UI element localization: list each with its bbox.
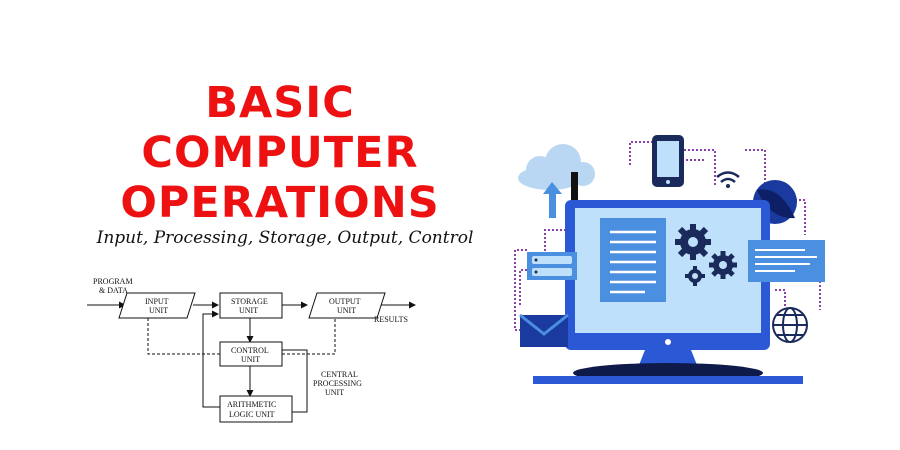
input-unit-label-1: INPUT [145, 297, 169, 306]
cpu-label-3: UNIT [325, 388, 344, 397]
storage-unit-box [219, 292, 283, 319]
control-unit-box [219, 341, 283, 367]
envelope-icon [519, 313, 569, 347]
program-data-label-2: & DATA [99, 286, 128, 295]
monitor [533, 200, 803, 384]
title-block: BASIC COMPUTER OPERATIONS [95, 78, 465, 228]
program-data-label-1: PROGRAM [93, 277, 133, 286]
code-panel-icon [748, 240, 825, 282]
cpu-label-1: CENTRAL [321, 370, 358, 379]
storage-unit-label-1: STORAGE [231, 297, 268, 306]
cpu-bracket [282, 349, 308, 413]
input-unit-box [118, 292, 196, 319]
control-unit-label-2: UNIT [241, 355, 260, 364]
output-unit-box [308, 292, 386, 319]
subtitle: Input, Processing, Storage, Output, Cont… [96, 228, 474, 248]
alu-label-1: ARITHMETIC [227, 400, 276, 409]
storage-unit-label-2: UNIT [239, 306, 258, 315]
computer-illustration [514, 135, 825, 384]
title-line-1: BASIC [205, 78, 355, 128]
alu-label-2: LOGIC UNIT [229, 410, 275, 419]
gear-icon [675, 224, 737, 286]
wifi-icon [716, 171, 740, 188]
alu-box [219, 395, 293, 423]
globe-icon [772, 307, 808, 343]
input-unit-label-2: UNIT [149, 306, 168, 315]
computer-block-diagram: PROGRAM & DATA INPUT UNIT STORAGE UNIT O… [87, 277, 416, 423]
keyboard-bar [533, 376, 803, 384]
control-input-dashed [147, 318, 220, 355]
control-unit-label-1: CONTROL [231, 346, 269, 355]
results-label: RESULTS [374, 315, 408, 324]
title-line-3: OPERATIONS [120, 178, 440, 228]
control-output-dashed [282, 318, 336, 355]
output-unit-label-2: UNIT [337, 306, 356, 315]
output-unit-label-1: OUTPUT [329, 297, 361, 306]
cloud-icon [518, 144, 595, 218]
smartphone-icon [652, 135, 684, 187]
document-icon [600, 218, 666, 302]
title-line-2: COMPUTER [141, 128, 419, 178]
cpu-label-2: PROCESSING [313, 379, 362, 388]
database-icon [527, 252, 577, 280]
alu-storage-link [202, 310, 220, 408]
